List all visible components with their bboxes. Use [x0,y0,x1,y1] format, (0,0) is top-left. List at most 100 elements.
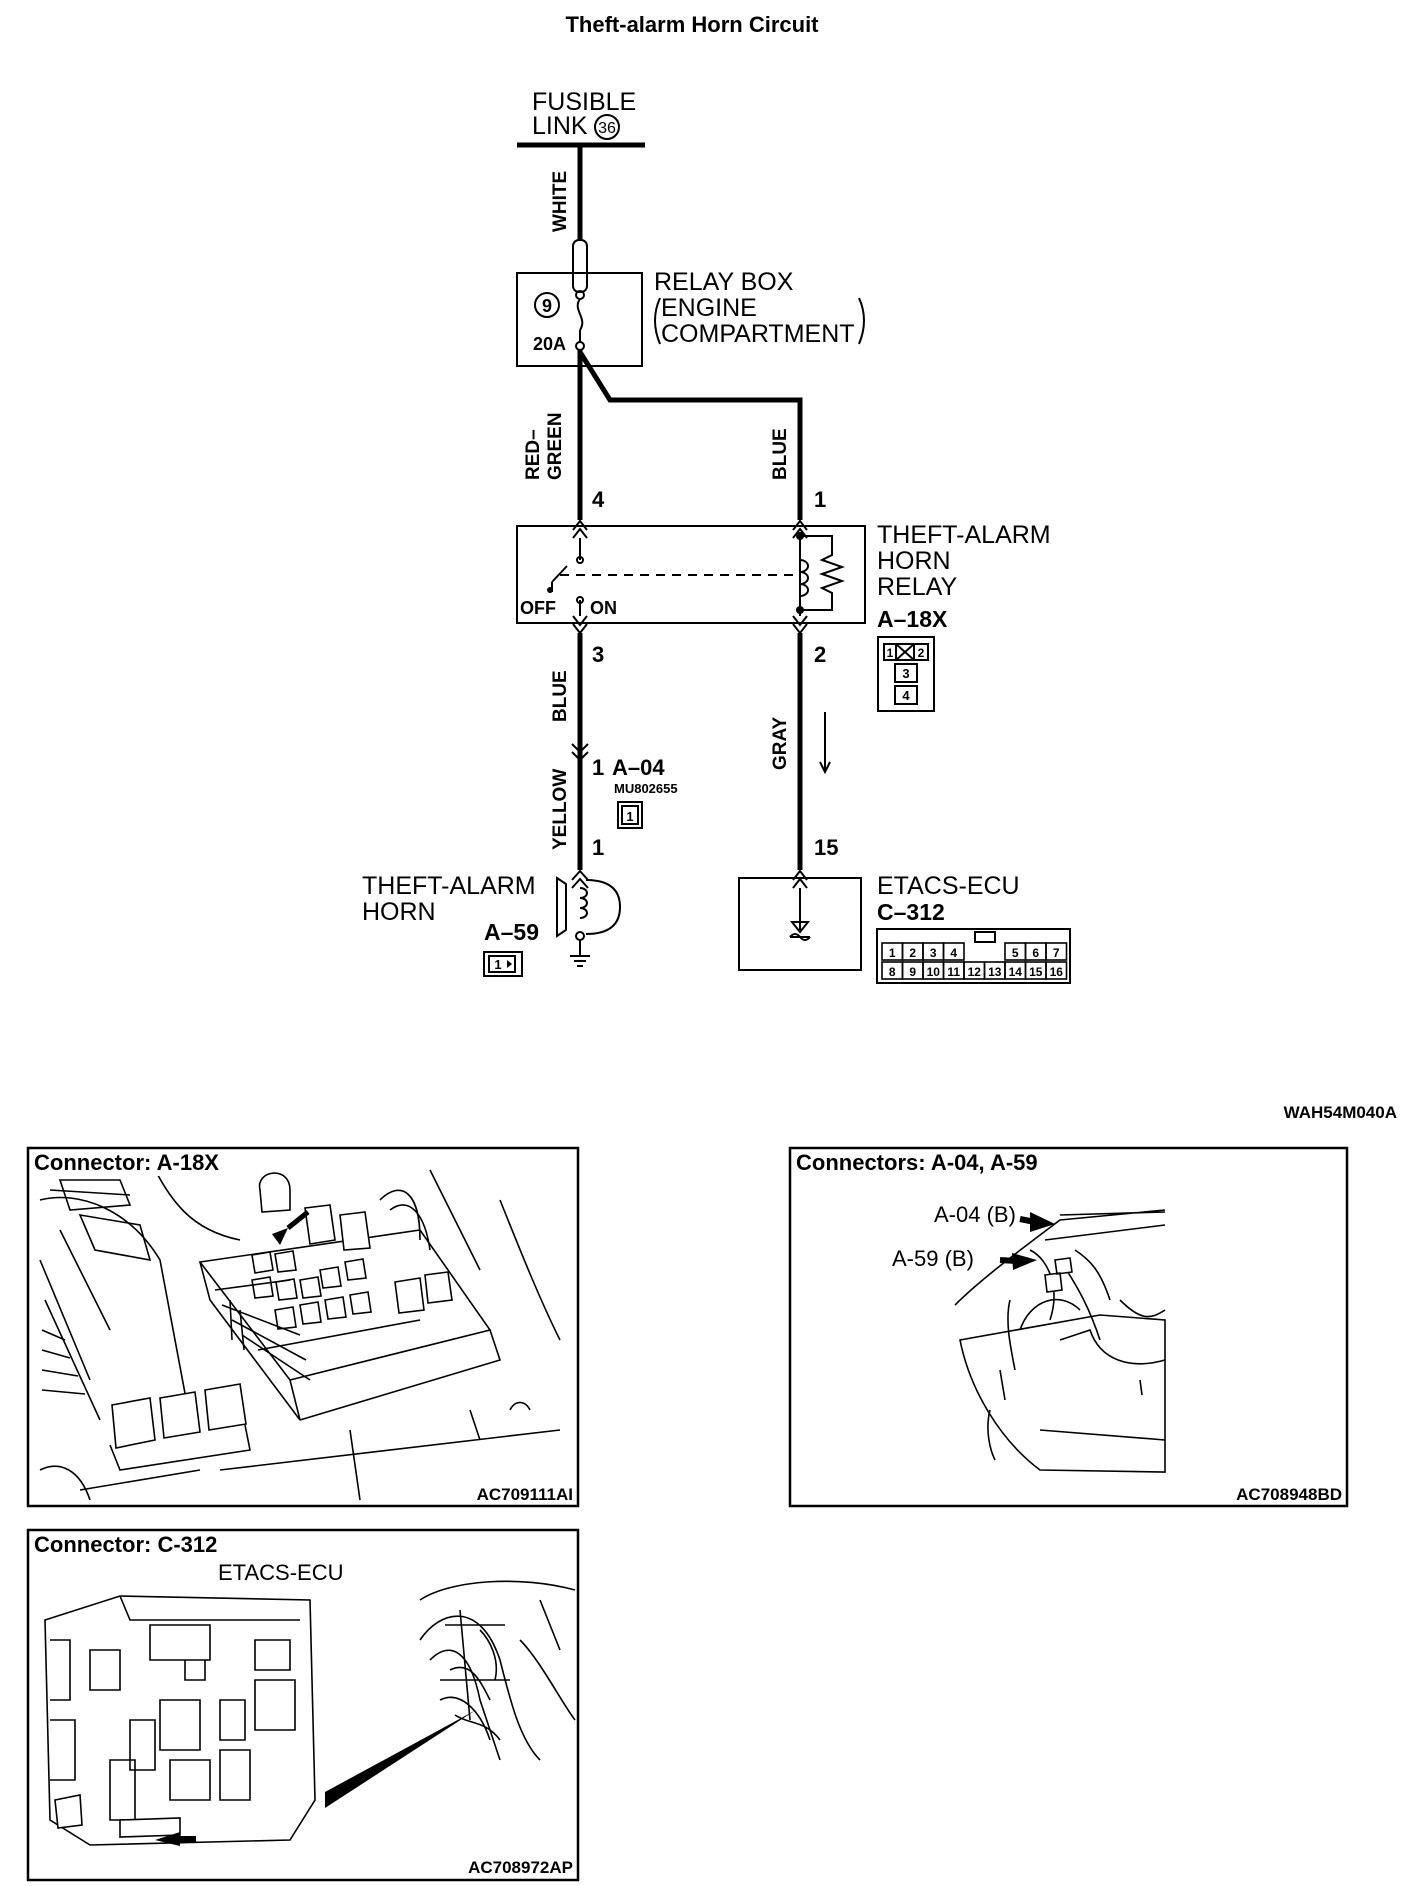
wire-label-gray: GRAY [770,717,791,770]
ecu-connector-cell: 2 [909,946,916,960]
fusible-link-label-1: FUSIBLE [532,88,636,116]
ecu-connector-cell: 5 [1012,946,1019,960]
panel-connector-c312: Connector: C-312 ETACS-ECU AC708972AP [26,1528,580,1882]
paren-left [654,297,661,345]
ecu-pin: 15 [814,835,838,860]
ecu-connector-cell: 7 [1053,946,1060,960]
junction-connector-id: A–04 [612,755,665,780]
junction-connector-cell: 1 [626,809,633,824]
callout-a59: A-59 (B) [892,1246,974,1271]
callout-a04: A-04 (B) [934,1202,1016,1227]
panel-a18x-title: Connector: A-18X [34,1150,219,1175]
ecu-connector-cell: 4 [950,946,957,960]
ecu-connector-cell: 6 [1032,946,1039,960]
ecu-connector-face [876,928,1071,984]
ecu-connector-cell: 16 [1050,965,1064,979]
ecu-connector-cell: 8 [889,965,896,979]
junction-pin: 1 [592,755,604,780]
ecu-input-wave [789,933,811,941]
fusible-link-number: 36 [598,120,616,137]
panel-connectors-a04-a59: Connectors: A-04, A-59 A-04 (B) A-59 (B)… [788,1146,1349,1508]
fuse-terminal-bottom [575,341,585,351]
panel-a18x-code: AC709111AI [477,1485,573,1504]
horn-ground-terminal [575,931,585,941]
relay-coil [799,559,809,597]
ecu-connector-cell: 13 [988,965,1002,979]
horn-body-left [556,876,567,938]
horn-relay-box [516,525,866,624]
horn-body-right [585,879,622,935]
fuse-link [576,298,584,331]
relay-pin-4: 4 [592,487,605,512]
relay-pin-1: 1 [814,487,826,512]
relay-label-3: RELAY [877,573,957,601]
wire-label-red-green-1: RED– [523,429,544,480]
relay-box-label-2: ENGINE [661,294,757,322]
fuse-rating: 20A [533,334,566,354]
panel-connector-a18x: Connector: A-18X AC709111AI [26,1146,580,1508]
panel-c312-title: Connector: C-312 [34,1532,217,1557]
wire-label-blue-lower: BLUE [550,670,571,722]
relay-pin-2: 2 [814,642,826,667]
relay-off-label: OFF [520,598,556,618]
relay-label-1: THEFT-ALARM [877,521,1051,549]
ecu-name: ETACS-ECU [877,872,1020,900]
horn-connector-id: A–59 [484,919,539,945]
fuse-body [572,239,588,293]
ecu-connector-cell: 9 [909,965,916,979]
ecu-box [738,877,862,971]
relay-switch-arm [551,565,568,583]
relay-connector-cell-4: 4 [902,688,910,703]
horn-connector-cell: 1 [494,957,501,972]
horn-label-2: HORN [362,898,436,926]
relay-pin4-terminal [572,519,588,539]
relay-connector-cell-1: 1 [887,646,894,660]
relay-on-label: ON [590,598,617,618]
ecu-connector-cell: 15 [1029,965,1043,979]
ecu-connector-cell-frame [1045,942,1068,961]
ecu-connector-cell: 10 [927,965,941,979]
relay-connector-row1 [883,643,929,661]
relay-resistor [800,535,846,611]
relay-pin3-terminal [572,615,588,635]
relay-switch-pivot [576,556,584,564]
ecu-input-symbol [789,921,811,934]
horn-terminal [571,869,589,889]
relay-pin-3: 3 [592,642,604,667]
ecu-connector-cell: 11 [947,965,960,979]
horn-pin: 1 [592,835,604,860]
horn-coil [579,887,588,919]
diagram-title: Theft-alarm Horn Circuit [565,12,819,37]
ecu-connector-cell: 3 [930,946,937,960]
relay-connector-blank-x2 [895,643,915,661]
horn-connector-face [483,951,523,977]
relay-coil-junction-bottom [796,606,804,614]
relay-connector-cell-2: 2 [918,646,925,660]
ecu-connector-cell: 12 [968,965,982,979]
ecu-connector-id: C–312 [877,899,945,925]
relay-label-2: HORN [877,547,951,575]
horn-label-1: THEFT-ALARM [362,872,536,900]
wire-label-yellow: YELLOW [550,769,571,850]
fuse-number-circle [534,292,560,318]
horn-connector-key [507,960,512,968]
fuse-number: 9 [542,296,552,316]
panel-c312-code: AC708972AP [468,1858,573,1877]
relay-off-contact [547,587,553,593]
diagram-code: WAH54M040A [1284,1103,1397,1122]
junction-connector-face [617,801,643,829]
wire-label-red-green-2: GREEN [545,412,566,480]
panel-a04-a59-code: AC708948BD [1236,1485,1342,1504]
panel-c312-subtitle: ETACS-ECU [218,1560,344,1585]
ecu-connector-lock [974,931,996,943]
panel-a04-a59-title: Connectors: A-04, A-59 [796,1150,1038,1175]
relay-box-label-3: COMPARTMENT [661,320,855,348]
ecu-connector-cell: 1 [889,946,896,960]
relay-connector-id: A–18X [877,606,948,632]
junction-a04-terminal [571,743,589,762]
current-flow-arrow-head [819,761,831,775]
wire-blue-upper [577,350,803,520]
